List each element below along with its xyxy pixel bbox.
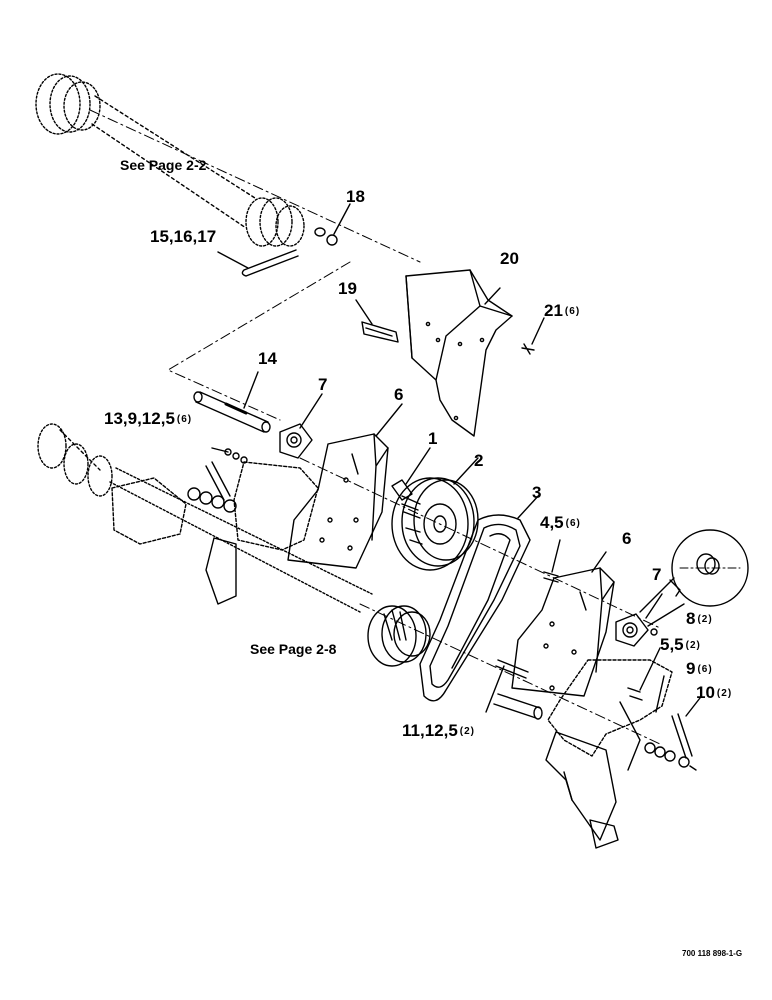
washer-18 bbox=[314, 227, 338, 246]
callout-3: 3 bbox=[532, 483, 542, 502]
callout-6-left: 6 bbox=[394, 385, 404, 404]
callout-4-5: 4,5(6) bbox=[540, 513, 581, 532]
top-shaft-centerline bbox=[89, 109, 421, 263]
callout-7-right: 7 bbox=[652, 565, 662, 584]
bolt-set-13 bbox=[187, 447, 248, 513]
callout-14: 14 bbox=[258, 349, 277, 368]
lower-right-frame bbox=[545, 659, 673, 849]
top-yoke-left bbox=[35, 73, 101, 135]
lower-left-frame bbox=[59, 429, 237, 605]
lower-left-shaft bbox=[37, 423, 373, 613]
drive-centerline bbox=[299, 457, 661, 629]
bearing-7-right bbox=[615, 593, 663, 647]
see-page-bottom-reference: See Page 2-8 bbox=[250, 641, 337, 657]
pins-4-5 bbox=[543, 539, 561, 583]
pin-15 bbox=[241, 249, 299, 277]
pulley-2 bbox=[391, 457, 479, 571]
pins-5-5 bbox=[627, 647, 661, 701]
callout-11-12-5: 11,12,5(2) bbox=[402, 721, 476, 740]
top-shaft-tube bbox=[91, 95, 256, 229]
plate-6-left bbox=[287, 403, 403, 569]
callout-6-right: 6 bbox=[622, 529, 632, 548]
callout-2: 2 bbox=[474, 451, 484, 470]
see-page-top-reference: See Page 2-2 bbox=[120, 157, 207, 173]
bracket-19 bbox=[355, 299, 399, 343]
left-plate bbox=[233, 461, 319, 551]
roller bbox=[493, 693, 543, 720]
callout-5-5: 5,5(2) bbox=[660, 635, 701, 654]
shaft-14 bbox=[193, 371, 271, 433]
leader-15 bbox=[217, 251, 249, 269]
leader-18 bbox=[333, 203, 351, 235]
callout-13-9-12-5: 13,9,12,5(6) bbox=[104, 409, 193, 428]
top-driveline bbox=[35, 73, 421, 277]
top-yoke-right bbox=[245, 197, 305, 247]
bolt-21 bbox=[521, 317, 545, 355]
callout-7-left: 7 bbox=[318, 375, 328, 394]
belt-3 bbox=[419, 493, 541, 702]
key-1 bbox=[391, 447, 431, 501]
bearing-7-left bbox=[279, 393, 323, 459]
detail-8 bbox=[639, 529, 749, 627]
shield-20 bbox=[405, 269, 513, 437]
centerline-link bbox=[167, 261, 351, 421]
callout-21: 21(6) bbox=[544, 301, 581, 320]
figure-id: 700 118 898-1-G bbox=[682, 949, 743, 958]
callout-15-16-17: 15,16,17 bbox=[150, 227, 217, 246]
bolts-9-10 bbox=[644, 675, 701, 771]
pin-11 bbox=[485, 659, 529, 713]
lower-wheel bbox=[367, 605, 431, 667]
callout-10: 10(2) bbox=[696, 683, 733, 702]
lower-centerline bbox=[359, 603, 661, 745]
callout-9: 9(6) bbox=[686, 659, 713, 678]
callout-8: 8(2) bbox=[686, 609, 713, 628]
callout-20: 20 bbox=[500, 249, 519, 268]
callout-1: 1 bbox=[428, 429, 438, 448]
callout-19: 19 bbox=[338, 279, 357, 298]
plate-6-right bbox=[511, 551, 615, 697]
callout-18: 18 bbox=[346, 187, 365, 206]
